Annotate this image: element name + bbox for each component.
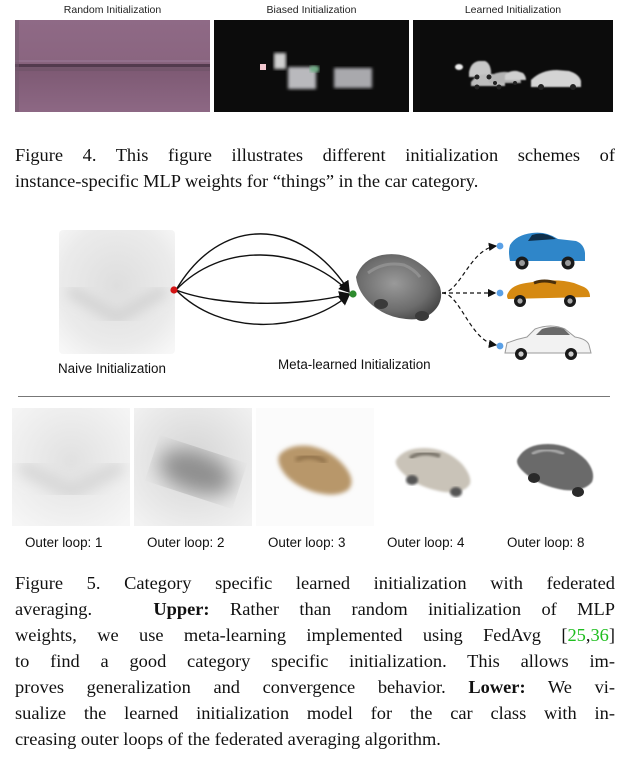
figure-divider — [18, 396, 610, 397]
outer-loop-8-render — [496, 408, 614, 526]
citation-link-36[interactable]: 36 — [590, 625, 609, 645]
meta-point-dot — [349, 290, 357, 298]
random-initialization-image — [15, 20, 210, 112]
meta-learning-diagram — [170, 232, 592, 360]
outer-loop-8-label: Outer loop: 8 — [507, 535, 585, 550]
figure-4-caption-line-2: instance-specific MLP weights for “thing… — [15, 171, 479, 191]
panel-title-learned: Learned Initialization — [464, 4, 562, 16]
naive-point-dot — [170, 286, 178, 294]
figure-5-caption-line-3: weights, we use meta-learning implemente… — [15, 622, 615, 648]
figure-5-caption: Figure 5. Category specific learned init… — [15, 570, 615, 752]
panel-title-random: Random Initialization — [63, 4, 162, 16]
outer-loop-1-render — [12, 408, 130, 526]
caption-text: averaging. — [15, 599, 93, 619]
outer-loop-1-label: Outer loop: 1 — [25, 535, 103, 550]
figure-5-caption-line-5: proves generalization and convergence be… — [15, 674, 615, 700]
figure-5-caption-line-4: to find a good category specific initial… — [15, 651, 615, 671]
figure-4-caption: Figure 4. This figure illustrates differ… — [15, 142, 615, 194]
figure-5-caption-line-1: Figure 5. Category specific learned init… — [15, 573, 615, 593]
caption-text: We vi- — [547, 677, 616, 697]
caption-text: ] — [608, 625, 615, 645]
citation-link-25[interactable]: 25 — [567, 625, 586, 645]
panel-title-biased: Biased Initialization — [266, 4, 357, 16]
outer-loop-3-render — [256, 408, 374, 526]
outer-loop-2-render — [134, 408, 252, 526]
biased-initialization-image — [214, 20, 409, 112]
target-dot-1 — [496, 242, 504, 250]
blue-car-render — [509, 232, 585, 270]
outer-loop-4-render — [376, 408, 494, 526]
white-car-render — [504, 325, 592, 360]
meta-learned-initialization-label: Meta-learned Initialization — [278, 357, 431, 372]
learned-initialization-image — [413, 20, 613, 112]
naive-initialization-render — [59, 230, 175, 354]
target-dot-3 — [496, 342, 504, 350]
caption-text: weights, we use meta-learning implemente… — [15, 625, 568, 645]
orange-car-render — [507, 279, 590, 307]
lower-label: Lower: — [468, 677, 526, 697]
figure-5-caption-line-7: creasing outer loops of the federated av… — [15, 729, 441, 749]
naive-initialization-label: Naive Initialization — [58, 361, 166, 376]
caption-text: Rather than random initialization of MLP — [229, 599, 615, 619]
upper-label: Upper: — [153, 599, 210, 619]
caption-text: proves generalization and convergence be… — [15, 677, 446, 697]
outer-loop-4-label: Outer loop: 4 — [387, 535, 465, 550]
initialization-arrows — [175, 233, 351, 326]
figure-5-caption-line-2: averaging. Upper: Rather than random ini… — [15, 596, 615, 622]
figure-5-caption-line-6: sualize the learned initialization model… — [15, 703, 615, 723]
outer-loop-3-label: Outer loop: 3 — [268, 535, 346, 550]
target-arrows — [441, 242, 498, 349]
caption-text: , — [585, 625, 591, 645]
figure-4-caption-line-1: Figure 4. This figure illustrates differ… — [15, 145, 615, 165]
meta-learned-car-render — [356, 254, 442, 321]
target-dot-2 — [496, 289, 504, 297]
outer-loop-2-label: Outer loop: 2 — [147, 535, 225, 550]
